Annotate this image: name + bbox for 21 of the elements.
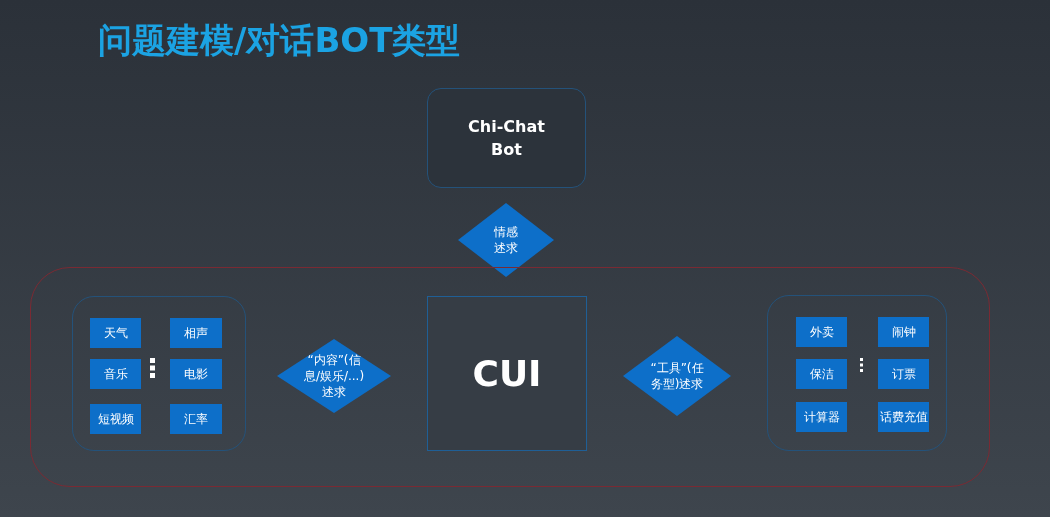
category-tile: 相声 xyxy=(170,318,222,348)
center-box: CUI xyxy=(427,296,587,451)
category-tile: 话费充值 xyxy=(878,402,929,432)
group-panel xyxy=(72,296,246,451)
category-tile: 短视频 xyxy=(90,404,141,434)
category-tile: 计算器 xyxy=(796,402,847,432)
diamond-shape: “内容”(信息/娱乐/...)述求 xyxy=(277,339,391,413)
diamond-shape: “工具”(任务型)述求 xyxy=(623,336,731,416)
category-tile: 天气 xyxy=(90,318,141,348)
category-tile: 订票 xyxy=(878,359,929,389)
category-tile: 汇率 xyxy=(170,404,222,434)
slide-title: 问题建模/对话BOT类型 xyxy=(98,19,461,62)
group-panel xyxy=(767,295,947,451)
diamond-shape: 情感述求 xyxy=(458,203,554,277)
category-tile: 电影 xyxy=(170,359,222,389)
bot-box: Chi-Chat Bot xyxy=(427,88,586,188)
category-tile: 音乐 xyxy=(90,359,141,389)
category-tile: 保洁 xyxy=(796,359,847,389)
category-tile: 外卖 xyxy=(796,317,847,347)
region-outline xyxy=(30,267,990,487)
category-tile: 闹钟 xyxy=(878,317,929,347)
